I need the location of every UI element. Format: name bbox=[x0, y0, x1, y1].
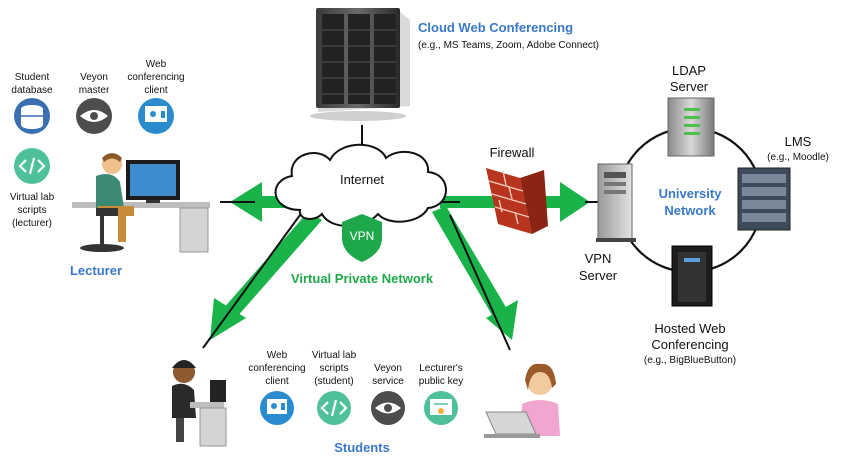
vpn-server-line-2: Server bbox=[579, 268, 618, 283]
lecturer-icon-1-line-1: Student bbox=[15, 72, 50, 83]
student-1-icon bbox=[172, 360, 227, 447]
vpn-label: Virtual Private Network bbox=[291, 271, 434, 286]
lecturer-icons bbox=[14, 98, 174, 184]
arrow-to-student-2 bbox=[486, 300, 518, 340]
hosted-line-2: Conferencing bbox=[651, 337, 728, 352]
lecturer-icon-2-line-2: master bbox=[79, 85, 110, 96]
eye-icon bbox=[76, 98, 112, 134]
cloud-server-rack-icon bbox=[310, 8, 410, 121]
firewall-label: Firewall bbox=[490, 145, 535, 160]
vpn-badge: VPN bbox=[350, 229, 375, 243]
student-icon-3-line-2: service bbox=[372, 376, 404, 387]
university-label-1: University bbox=[659, 186, 723, 201]
lecturer-icon-4-line-2: scripts bbox=[18, 205, 47, 216]
video-call-icon bbox=[260, 391, 294, 425]
video-call-icon bbox=[138, 98, 174, 134]
lecturer-icon-3-line-1: Web bbox=[146, 59, 167, 70]
ldap-line-2: Server bbox=[670, 79, 709, 94]
vpn-connections bbox=[210, 182, 590, 340]
lms-title: LMS bbox=[785, 134, 812, 149]
hosted-subtitle: (e.g., BigBlueButton) bbox=[644, 355, 736, 366]
cloud-title: Cloud Web Conferencing bbox=[418, 20, 573, 35]
university-label-2: Network bbox=[664, 203, 716, 218]
hosted-line-1: Hosted Web bbox=[654, 321, 725, 336]
lecturer-icon-4-line-1: Virtual lab bbox=[10, 192, 55, 203]
lecturer-icon-1-line-2: database bbox=[11, 85, 53, 96]
ldap-server-icon bbox=[667, 97, 715, 157]
hosted-conferencing-server-icon bbox=[671, 245, 713, 307]
vpn-server-icon bbox=[596, 163, 636, 242]
student-icon-2-line-3: (student) bbox=[314, 376, 353, 387]
arrow-to-student-1 bbox=[210, 298, 246, 340]
internet-cloud-icon bbox=[274, 143, 447, 227]
student-icon-4-line-1: Lecturer's bbox=[419, 363, 463, 374]
ldap-line-1: LDAP bbox=[672, 63, 706, 78]
arrow-to-vpn-server bbox=[560, 182, 590, 222]
student-icon-1-line-1: Web bbox=[267, 350, 288, 361]
student-icon-2-line-2: scripts bbox=[320, 363, 349, 374]
student-icons bbox=[260, 391, 458, 425]
lecturer-workstation-icon bbox=[72, 153, 210, 253]
lecturer-icon-2-line-1: Veyon bbox=[80, 72, 108, 83]
vpn-shield-icon bbox=[342, 214, 382, 262]
lecturer-icon-3-line-3: client bbox=[144, 85, 168, 96]
student-icon-4-line-2: public key bbox=[419, 376, 463, 387]
eye-icon bbox=[371, 391, 405, 425]
lms-subtitle: (e.g., Moodle) bbox=[767, 152, 829, 163]
student-icon-3-line-1: Veyon bbox=[374, 363, 402, 374]
code-icon bbox=[14, 148, 50, 184]
database-icon bbox=[14, 98, 50, 134]
firewall-icon bbox=[486, 168, 548, 234]
internet-label: Internet bbox=[340, 172, 384, 187]
student-icon-1-line-3: client bbox=[265, 376, 289, 387]
student-2-icon bbox=[484, 363, 560, 438]
lecturer-icon-4-line-3: (lecturer) bbox=[12, 218, 52, 229]
lms-server-icon bbox=[737, 167, 791, 231]
code-icon bbox=[317, 391, 351, 425]
students-label: Students bbox=[334, 440, 390, 455]
cloud-subtitle: (e.g., MS Teams, Zoom, Adobe Connect) bbox=[418, 40, 599, 51]
certificate-icon bbox=[424, 391, 458, 425]
lecturer-icon-3-line-2: conferencing bbox=[127, 72, 184, 83]
vpn-server-line-1: VPN bbox=[585, 251, 612, 266]
student-icon-1-line-2: conferencing bbox=[248, 363, 305, 374]
lecturer-label: Lecturer bbox=[70, 263, 122, 278]
student-icon-2-line-1: Virtual lab bbox=[312, 350, 357, 361]
